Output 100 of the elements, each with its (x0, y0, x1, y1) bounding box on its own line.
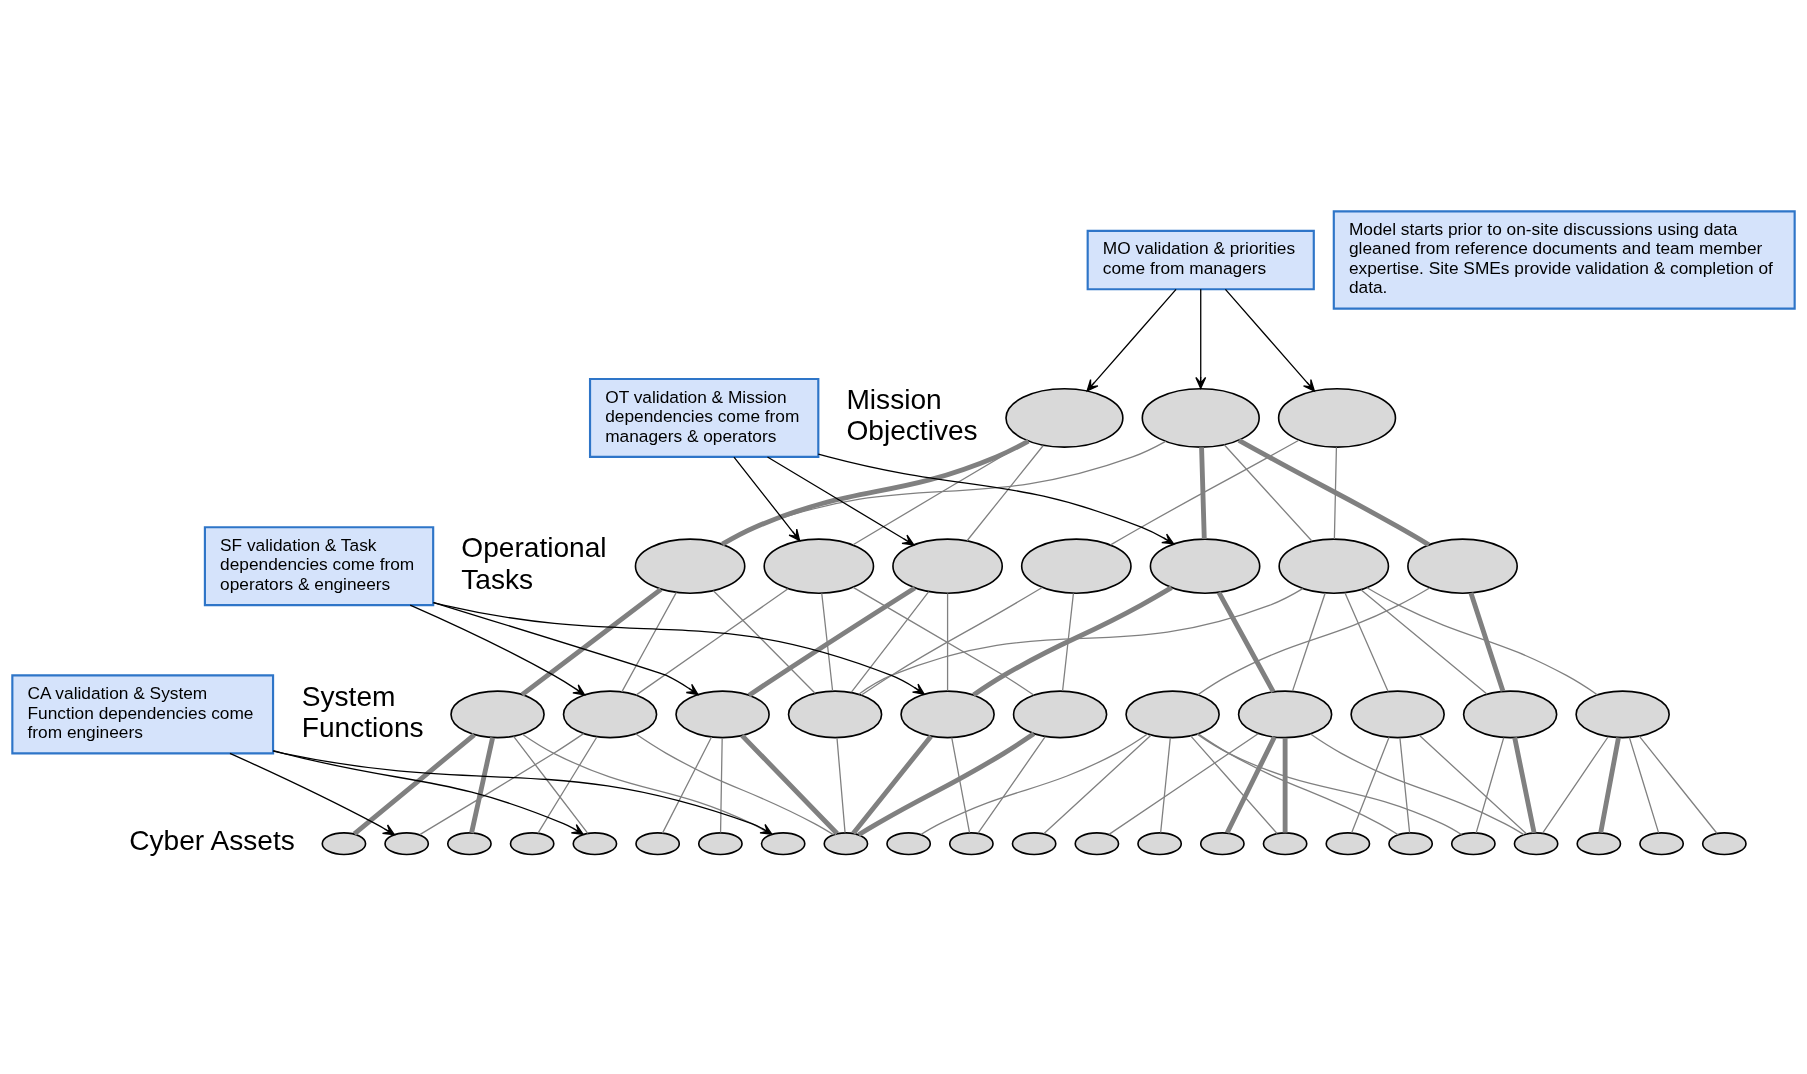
connector (1196, 733, 1463, 835)
connector (469, 736, 495, 833)
connector (1344, 591, 1389, 692)
connector (1190, 734, 1278, 834)
connector (836, 736, 846, 833)
connector (1418, 734, 1528, 834)
connector (352, 732, 476, 836)
connector (977, 735, 1046, 834)
connector (858, 587, 1304, 695)
connector (1223, 443, 1313, 542)
node-ellipse (787, 689, 883, 738)
connector (720, 440, 1167, 545)
connector (1475, 736, 1505, 834)
connector (1309, 732, 1525, 835)
connector (1351, 736, 1390, 833)
node-ellipse (635, 831, 681, 855)
node-ellipse (321, 831, 367, 855)
label: Mission Objectives (846, 383, 978, 446)
node-ellipse (1277, 387, 1397, 448)
node-ellipse (1639, 831, 1685, 855)
connector (747, 585, 917, 697)
connector (850, 590, 930, 693)
connector (1216, 590, 1276, 693)
connector (1366, 586, 1598, 695)
label: Cyber Assets (129, 824, 295, 856)
node-ellipse (1262, 831, 1308, 855)
connector (661, 735, 713, 834)
connector (740, 733, 839, 835)
node-ellipse (509, 831, 555, 855)
arrow (409, 604, 586, 695)
connector (1360, 588, 1488, 695)
node-box: CA validation & System Function dependencies come from engineers (11, 673, 275, 754)
node-ellipse (634, 537, 746, 594)
connector (1541, 735, 1609, 834)
node-ellipse (1199, 831, 1245, 855)
node-ellipse (1576, 831, 1622, 855)
node-ellipse (1462, 689, 1558, 738)
connector (1108, 732, 1259, 835)
connector (1282, 737, 1288, 833)
node-ellipse (1141, 387, 1260, 448)
connector (1237, 437, 1431, 547)
node-box: Model starts prior to on-site discussions using data gleaned from reference documents and team member expertise. Site SMEs provide validation & completion of data. (1332, 209, 1796, 310)
connector (857, 731, 1036, 837)
connector (719, 736, 723, 833)
connector (1199, 446, 1207, 539)
arrow (766, 455, 915, 545)
arrow (1195, 288, 1207, 389)
connector (712, 589, 816, 694)
connector (537, 735, 598, 834)
arrow (1224, 288, 1315, 392)
connector (419, 732, 585, 835)
connector (1109, 439, 1300, 546)
node-ellipse (562, 689, 658, 738)
connector (1225, 735, 1277, 834)
connector (512, 735, 589, 834)
connector (946, 592, 949, 691)
node-ellipse (1325, 831, 1371, 855)
node-ellipse (1278, 537, 1390, 594)
connector (621, 591, 677, 692)
node-ellipse (1388, 831, 1434, 855)
arrow (817, 453, 1175, 544)
node-ellipse (1137, 831, 1183, 855)
node-ellipse (1701, 831, 1747, 855)
connector (821, 592, 834, 691)
connector (635, 587, 789, 696)
node-ellipse (763, 537, 875, 594)
connector (1333, 446, 1338, 540)
node-ellipse (760, 831, 806, 855)
node-ellipse (697, 831, 743, 855)
label: Operational Tasks (461, 531, 607, 595)
connector (851, 734, 933, 835)
connector (951, 736, 971, 833)
connector (1197, 586, 1431, 695)
node-box: SF validation & Task dependencies come from operators & engineers (203, 525, 435, 606)
node-ellipse (1012, 689, 1108, 738)
connector (1628, 736, 1660, 834)
connector (1598, 736, 1621, 833)
connector (1291, 591, 1326, 692)
connector (1399, 736, 1411, 833)
node-ellipse (900, 689, 995, 738)
node-box: MO validation & priorities come from managers (1086, 229, 1315, 290)
connector (966, 444, 1044, 541)
arrow (432, 601, 699, 695)
connector (1197, 732, 1399, 835)
arrow (1086, 288, 1177, 392)
label: System Functions (301, 680, 424, 743)
node-ellipse (823, 831, 869, 855)
connector (520, 587, 663, 697)
node-ellipse (1350, 689, 1445, 738)
connector (1638, 735, 1718, 834)
node-ellipse (446, 831, 492, 855)
connector (920, 732, 1149, 835)
node-ellipse (675, 689, 770, 738)
node-ellipse (1011, 831, 1057, 855)
connector (1468, 591, 1506, 692)
arrow (229, 752, 395, 835)
connector (1061, 592, 1075, 691)
connector (634, 732, 835, 835)
node-ellipse (886, 831, 932, 855)
node-ellipse (892, 537, 1004, 594)
